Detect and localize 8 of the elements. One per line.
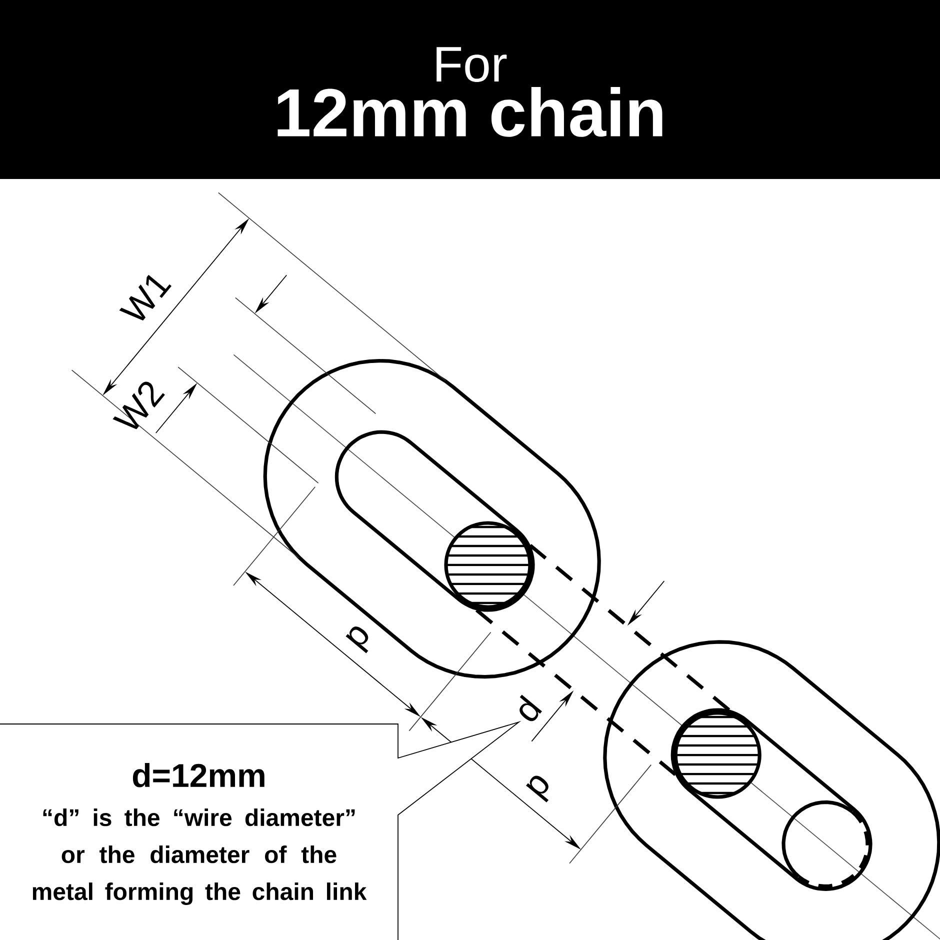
- node-label: d=12mm: [132, 763, 264, 788]
- callout-box: d=12mm “d” is the “wire diameter” or the diameter of the metal forming the chain link: [0, 720, 522, 940]
- header-band: For 12mm chain: [0, 0, 940, 179]
- node-label: “d” is the “wire diameter” or the diameter of the metal forming the chain link: [32, 808, 367, 906]
- dimension-label: W2: [112, 382, 165, 430]
- dimension-label: d: [520, 694, 542, 722]
- dimension-label: W1: [119, 274, 172, 321]
- dimension-label: p: [346, 626, 368, 654]
